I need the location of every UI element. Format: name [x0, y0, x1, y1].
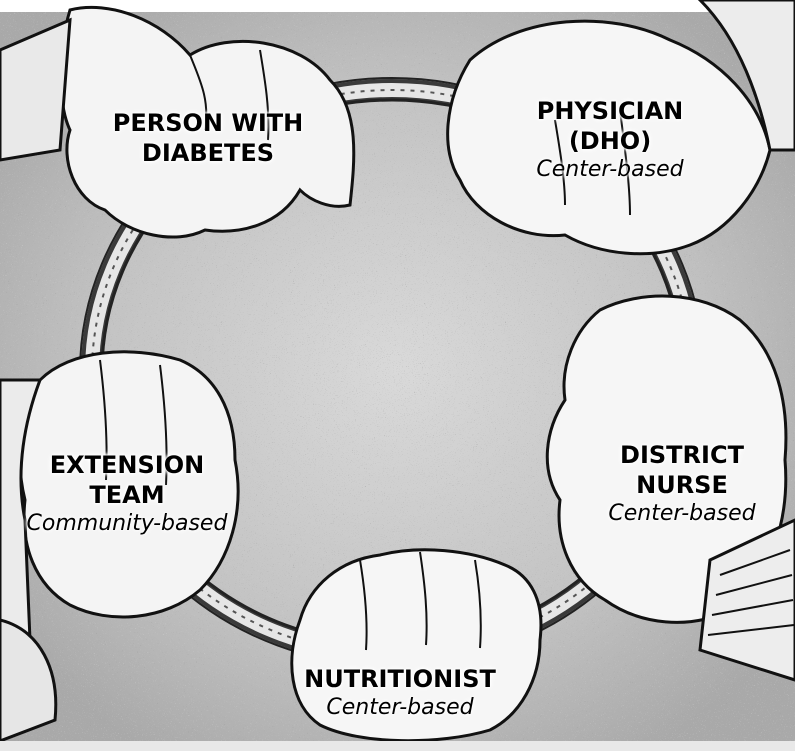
label-nutritionist: NUTRITIONIST Center-based — [280, 664, 520, 722]
label-extension-team: EXTENSION TEAM Community-based — [12, 450, 242, 538]
role-line-1: PERSON WITH — [98, 108, 318, 138]
setting-text: Center-based — [520, 156, 700, 184]
role-line-1: DISTRICT — [592, 440, 772, 470]
bottom-bar — [0, 741, 795, 751]
role-line-1: EXTENSION — [12, 450, 242, 480]
role-line-2: DIABETES — [98, 138, 318, 168]
setting-text: Center-based — [280, 694, 520, 722]
role-line-1: PHYSICIAN — [520, 96, 700, 126]
label-person-with-diabetes: PERSON WITH DIABETES — [98, 108, 318, 168]
role-line-2: NURSE — [592, 470, 772, 500]
setting-text: Center-based — [592, 500, 772, 528]
setting-text: Community-based — [12, 510, 242, 538]
role-line-2: (DHO) — [520, 126, 700, 156]
role-line-2: TEAM — [12, 480, 242, 510]
label-district-nurse: DISTRICT NURSE Center-based — [592, 440, 772, 528]
role-line-1: NUTRITIONIST — [280, 664, 520, 694]
label-physician: PHYSICIAN (DHO) Center-based — [520, 96, 700, 184]
